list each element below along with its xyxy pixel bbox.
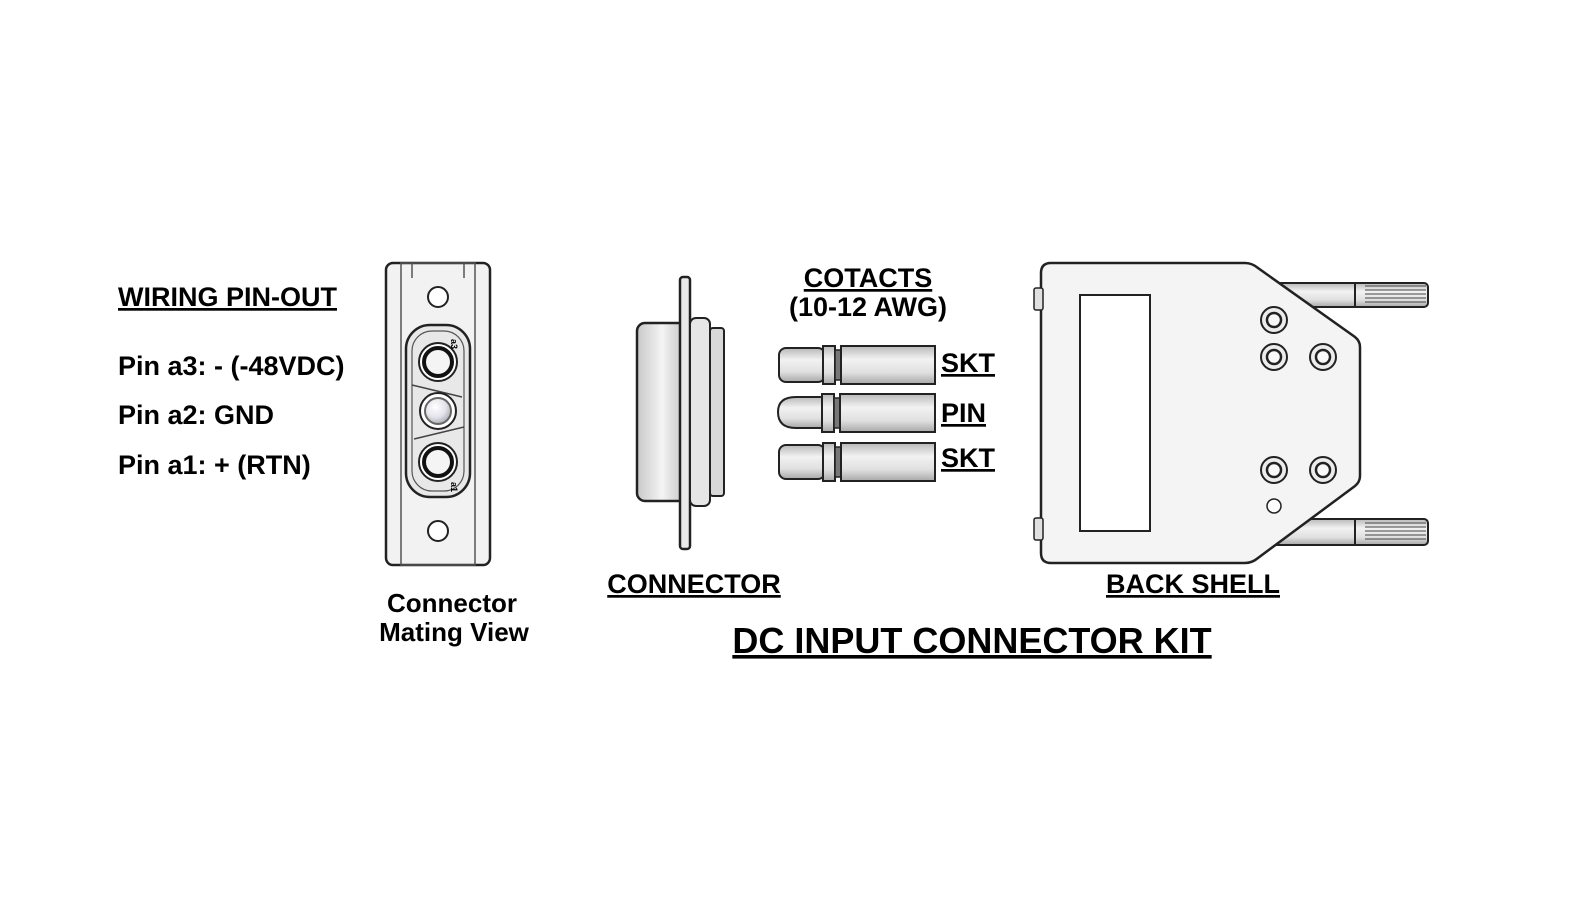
contact-label-pin: PIN — [941, 398, 986, 428]
pinout-heading: WIRING PIN-OUT — [118, 282, 337, 312]
small-hole — [1266, 498, 1282, 514]
wiring-pinout: WIRING PIN-OUT Pin a3: - (-48VDC) Pin a2… — [118, 282, 345, 480]
contact-label-skt-1: SKT — [941, 348, 996, 378]
contacts-heading-line2: (10-12 AWG) — [789, 292, 947, 322]
contacts-group: COTACTS (10-12 AWG) SKT PIN SKT — [776, 263, 996, 482]
socket-contact-1 — [778, 345, 936, 385]
pin-a2-label: Pin a2: GND — [118, 400, 274, 430]
pin-a3-label: Pin a3: - (-48VDC) — [118, 351, 345, 381]
connector-mating-view: a3 a1 Connector Mating View — [379, 261, 530, 647]
mating-view-caption-line2: Mating View — [379, 617, 530, 647]
pin-a1-label: Pin a1: + (RTN) — [118, 450, 311, 480]
connector-caption: CONNECTOR — [607, 569, 781, 599]
mounting-hole-top — [427, 286, 449, 308]
back-shell-caption: BACK SHELL — [1106, 569, 1280, 599]
socket-contact-2 — [778, 442, 936, 482]
marking-a1: a1 — [449, 482, 459, 492]
pin-contact — [776, 393, 936, 433]
contact-label-skt-2: SKT — [941, 443, 996, 473]
mating-view-caption-line1: Connector — [387, 588, 517, 618]
label-window — [1079, 294, 1151, 532]
contacts-heading-line1: COTACTS — [804, 263, 933, 293]
marking-a3: a3 — [449, 339, 459, 349]
mounting-hole-bottom — [427, 520, 449, 542]
connector-side-view: CONNECTOR — [607, 275, 781, 599]
back-shell: BACK SHELL — [1033, 261, 1429, 599]
connector-flange — [678, 275, 692, 551]
diagram-title: DC INPUT CONNECTOR KIT — [732, 620, 1211, 661]
